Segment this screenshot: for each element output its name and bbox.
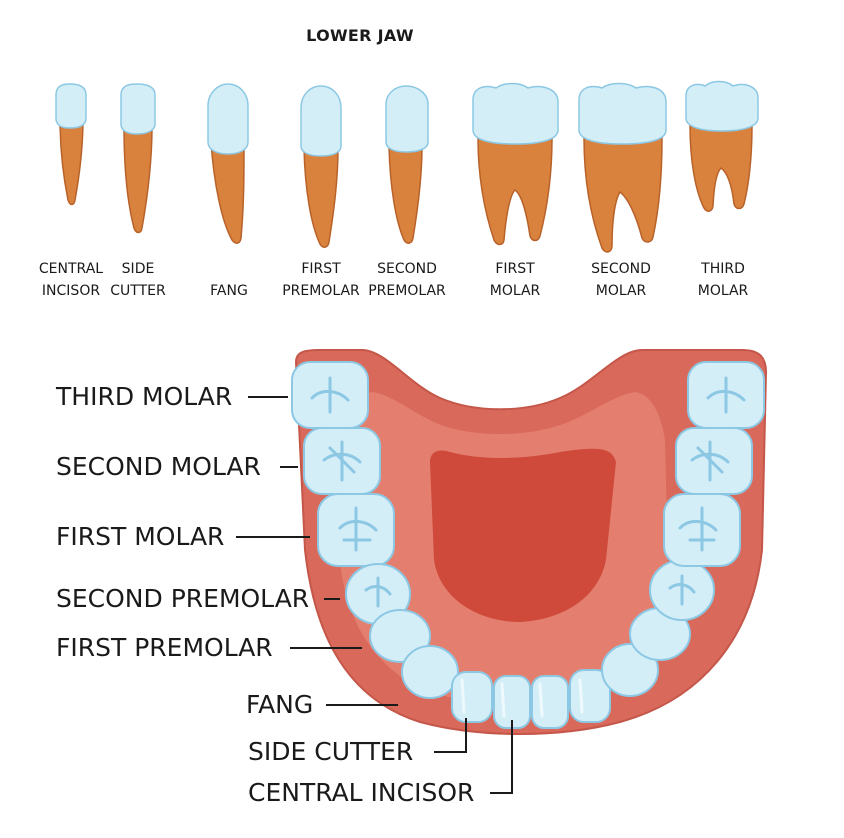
callout-third-molar: THIRD MOLAR [56,382,233,411]
first-premolar-tooth [300,85,342,248]
tooth-label-second-premolar: SECOND PREMOLAR [368,261,446,299]
diagram-title: LOWER JAW [306,26,414,45]
tooth-label-second-molar: SECOND MOLAR [591,261,651,299]
central-incisor-tooth [55,83,87,206]
callout-fang: FANG [246,690,314,719]
fang-tooth [207,83,249,244]
callout-second-premolar: SECOND PREMOLAR [56,584,310,613]
jaw-right-central-incisor [531,675,569,729]
callout-central-incisor: CENTRAL INCISOR [248,778,475,807]
callout-second-molar: SECOND MOLAR [56,452,261,481]
tooth-label-central-incisor: CENTRAL INCISOR [38,261,104,299]
callout-side-cutter: SIDE CUTTER [248,737,414,766]
leader-lines [236,396,513,794]
jaw-illustration [291,349,768,735]
third-molar-tooth [685,80,759,212]
side-cutter-tooth [120,83,156,234]
tongue [430,448,616,622]
jaw-left-side-cutter [451,671,493,723]
tooth-label-first-premolar: FIRST PREMOLAR [282,261,360,299]
jaw-right-second-molar [675,427,753,495]
tooth-label-third-molar: THIRD MOLAR [697,261,749,299]
tooth-label-side-cutter: SIDE CUTTER [110,261,166,299]
first-molar-tooth [472,82,559,246]
tooth-label-fang: FANG [210,283,248,299]
second-premolar-tooth [385,85,429,244]
tooth-label-first-molar: FIRST MOLAR [489,261,541,299]
jaw-left-fang [401,645,459,699]
callout-first-molar: FIRST MOLAR [56,522,225,551]
callout-first-premolar: FIRST PREMOLAR [56,633,273,662]
second-molar-tooth [578,82,667,253]
